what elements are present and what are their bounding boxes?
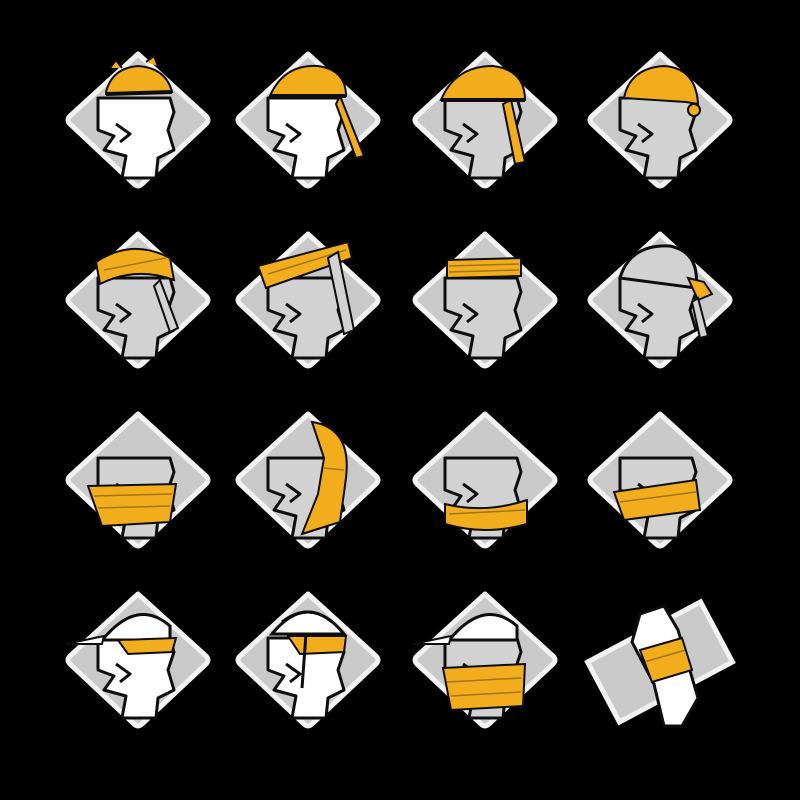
bandana-wristband-icon xyxy=(580,578,740,738)
bandana-shape xyxy=(444,498,528,531)
bandana-shape xyxy=(638,636,694,684)
bandana-hood-icon xyxy=(228,398,388,558)
bandana-sweatband-icon xyxy=(405,218,565,378)
bandana-shape xyxy=(256,240,354,290)
cap-shape xyxy=(449,612,519,642)
bandana-shape xyxy=(686,276,714,302)
bandana-shape xyxy=(268,64,348,97)
bandana-shape xyxy=(105,64,174,96)
bandana-face-mask-icon xyxy=(580,398,740,558)
head-profile xyxy=(96,276,176,360)
bandana-pirate-tail-icon xyxy=(228,38,388,198)
head-profile xyxy=(96,96,176,180)
head-profile xyxy=(96,636,176,720)
bandana-diagonal-band-icon xyxy=(228,218,388,378)
bandana-under-cap-icon xyxy=(58,578,218,738)
bandana-shape xyxy=(94,248,176,286)
bandana-neck-gaiter-icon xyxy=(58,398,218,558)
bandana-shape xyxy=(446,256,522,280)
bandana-cap-icon xyxy=(58,38,218,198)
bandana-hair-tie-icon xyxy=(580,218,740,378)
cap-shape xyxy=(102,612,172,642)
head-profile xyxy=(443,276,523,360)
bandana-pirate-knot-icon xyxy=(405,38,565,198)
head-profile xyxy=(443,96,523,180)
bandana-under-helmet-icon xyxy=(228,578,388,738)
bandana-scarf-icon xyxy=(405,398,565,558)
bandana-shape xyxy=(439,64,527,101)
bandana-shape xyxy=(86,482,178,528)
bandana-shape xyxy=(116,636,178,656)
bandana-head-wrap-icon xyxy=(580,38,740,198)
bandana-shape xyxy=(300,420,348,536)
bandana-shape xyxy=(622,64,700,106)
bandana-cap-and-gaiter-icon xyxy=(405,578,565,738)
bandana-shape xyxy=(286,635,348,656)
bandana-shape xyxy=(441,662,527,712)
bandana-headband-wide-icon xyxy=(58,218,218,378)
bandana-shape xyxy=(612,478,702,522)
